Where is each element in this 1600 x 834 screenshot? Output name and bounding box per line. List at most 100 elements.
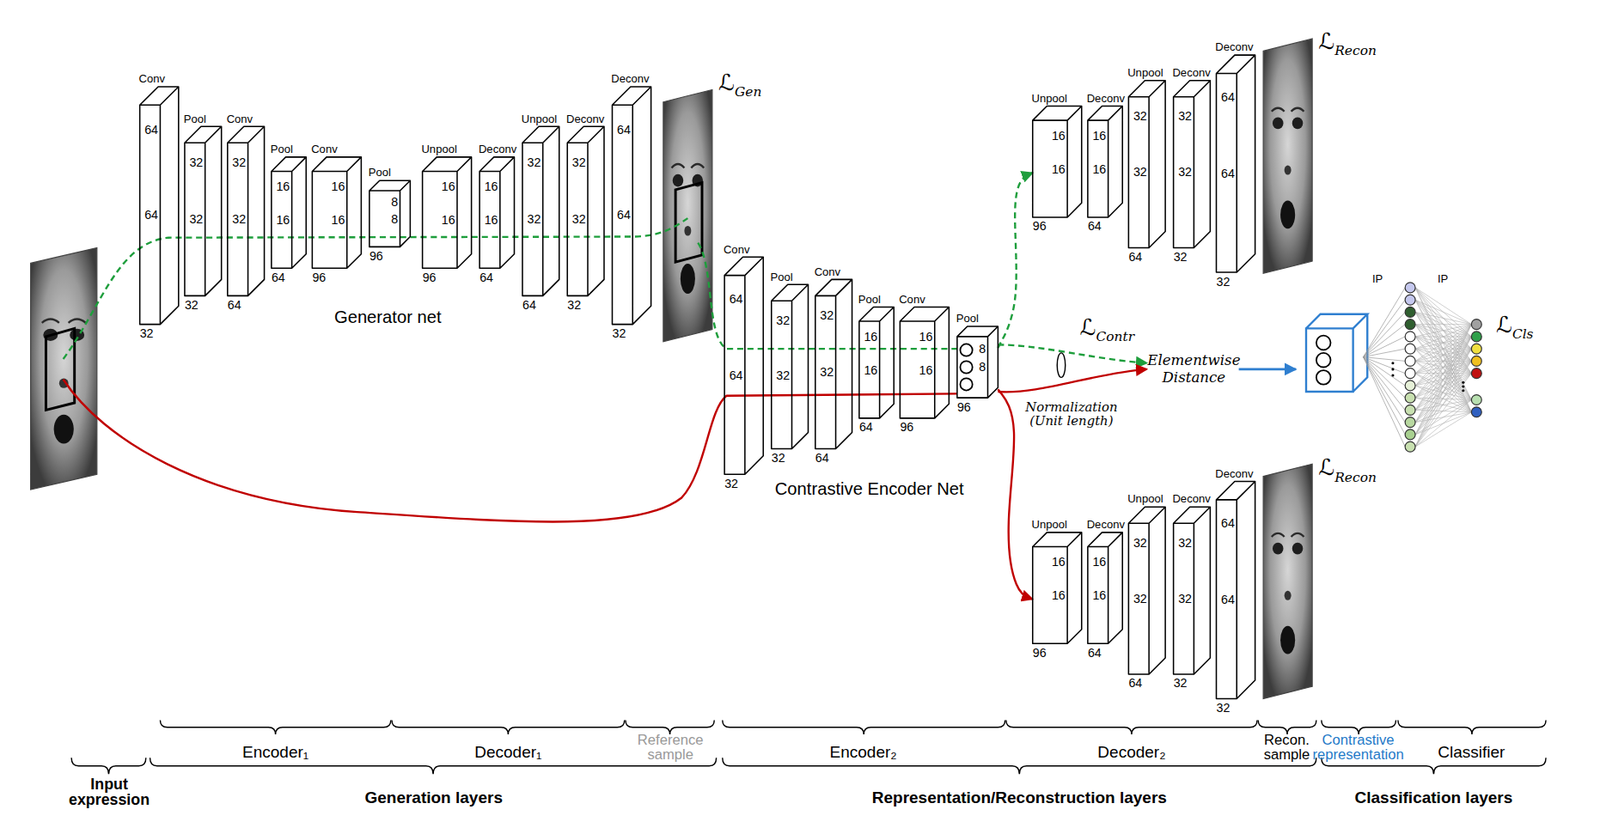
block-outline [140,86,179,325]
cuboid [369,180,411,247]
layer-block: Pool8896 [369,180,411,247]
channel-count: 96 [369,249,384,264]
feature-size: 16 [919,329,934,344]
section-brace [159,720,391,735]
weight-line [1415,311,1472,400]
weight-line [1415,373,1472,448]
loss-symbol: ℒ [1496,311,1513,339]
layer-type: Conv [723,241,751,257]
block-outline [1128,80,1166,249]
layer-type: Conv [814,264,842,280]
output-unit [1471,355,1482,367]
hidden-unit [1404,343,1416,355]
feature-unit [1316,353,1332,368]
ellipsis-dot [1461,381,1465,385]
face-photo [1263,38,1313,274]
weight-line [1415,311,1472,324]
feature-size: 16 [1092,555,1106,570]
channel-count: 96 [899,420,914,435]
section-brace [722,757,1317,775]
section-brace [150,757,717,775]
section-label: Classifier [1437,743,1505,764]
layer-type: Deconv [566,110,605,126]
cuboid [1216,482,1256,700]
cuboid [227,126,265,296]
weight-line [1415,311,1472,361]
feature-size: 16 [1092,161,1106,177]
block-outline [771,284,809,449]
block-outline [1173,80,1211,249]
channel-count: 64 [1087,646,1102,661]
weight-line [1415,299,1472,337]
layer-block: Deconv646432 [1216,482,1256,700]
face-brow [68,319,86,324]
cuboid [184,126,222,296]
hidden-unit [1404,294,1416,306]
weight-line [1415,324,1472,435]
channel-count: 96 [1032,646,1047,661]
channel-count: 64 [479,270,494,286]
hidden-unit [1404,355,1416,367]
layer-type: Unpool [1127,65,1163,80]
layer-block: Pool8896 [957,326,999,398]
weight-line [1363,357,1406,423]
channel-count: 96 [1032,219,1047,234]
layer-type: Pool [956,311,979,326]
distance-arrow [997,369,1147,392]
weight-line [1415,287,1472,374]
weight-line [1363,357,1406,448]
face-brow [690,164,704,168]
channel-count: 32 [771,451,786,466]
cuboid [815,279,853,449]
layer-type: Deconv [1215,466,1253,482]
layer-type: Pool [183,110,207,126]
layer-block: Pool161664 [271,157,306,269]
feature-size: 8 [978,341,986,357]
group-label: Generation layers [364,787,503,808]
weight-line [1415,348,1472,447]
channel-count: 32 [724,476,739,492]
hidden-unit [1404,331,1416,342]
ellipsis-dot [1391,367,1394,371]
feature-size: 32 [1133,109,1148,124]
loss-subscript: Recon [1334,469,1377,486]
feature-size: 16 [441,179,456,195]
feature-size: 64 [144,122,159,138]
hidden-unit [1404,404,1416,416]
feature-size: 16 [1092,128,1106,143]
face-nose [683,225,691,237]
layer-type: Pool [858,292,881,307]
weight-line [1415,311,1472,337]
hidden-unit [1404,368,1416,379]
feature-size: 16 [863,362,878,378]
face-eye [1272,543,1284,556]
cuboid [422,157,472,269]
block-outline [957,326,999,398]
face-photo [663,90,713,342]
weight-line [1363,348,1406,358]
layer-block: Deconv161664 [1087,532,1123,644]
feature-size: 64 [1221,515,1235,531]
layer-type: Deconv [1087,517,1125,532]
classifier-net [1363,282,1483,452]
layer-type: Conv [139,71,166,86]
weight-line [1363,336,1406,358]
feature-size: 16 [1092,588,1106,604]
feature-size: 64 [616,122,631,138]
layer-block: Pool161664 [859,306,894,418]
cuboid [1173,506,1211,675]
layer-block: Deconv323232 [567,126,605,296]
channel-count: 64 [522,298,537,313]
face-eye [1292,117,1304,130]
weight-line [1415,336,1472,447]
feature-size: 32 [572,212,587,227]
feature-size: 32 [775,367,790,383]
face-images [30,38,1313,699]
network-title: Contrastive Encoder Net [775,479,965,501]
loss-symbol: ℒ [1318,28,1335,55]
feature-size: 32 [232,212,246,227]
face-mouth [1280,626,1295,655]
feature-size: 64 [1221,89,1235,104]
cuboid [311,157,361,269]
section-brace [1398,720,1546,735]
